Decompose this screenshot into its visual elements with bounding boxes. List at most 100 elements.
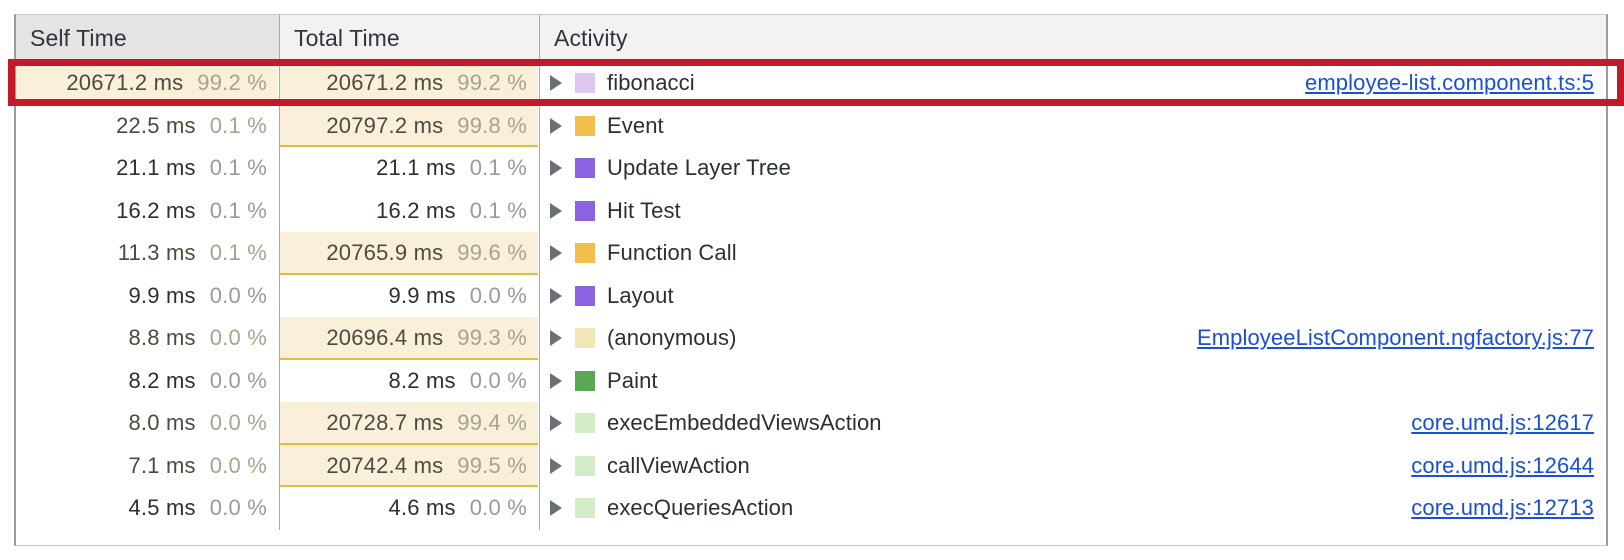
total-time-ms: 9.9 ms	[388, 282, 456, 308]
self-time-ms: 22.5 ms	[116, 112, 196, 138]
self-time-cell: 11.3 ms 0.1 %	[16, 232, 280, 275]
activity-name: Function Call	[607, 240, 737, 266]
category-color-swatch-icon	[575, 498, 595, 519]
column-header-total-time-label: Total Time	[294, 24, 400, 51]
self-time-percent: 0.1 %	[209, 155, 267, 181]
activity-cell: (anonymous) EmployeeListComponent.ngfacto…	[540, 317, 1606, 360]
total-time-ms: 20696.4 ms	[326, 325, 444, 351]
bottom-up-call-tree-panel: Self Time Total Time Activity 20671.2 ms…	[14, 14, 1608, 546]
self-time-percent: 0.1 %	[209, 240, 267, 266]
activity-name: Update Layer Tree	[607, 155, 791, 181]
activity-name: Event	[607, 112, 664, 138]
expand-triangle-icon[interactable]	[550, 117, 562, 134]
total-time-ms: 20742.4 ms	[326, 452, 444, 478]
total-time-percent: 99.8 %	[457, 112, 527, 138]
column-header-self-time-label: Self Time	[30, 24, 127, 51]
source-location-link[interactable]: core.umd.js:12617	[1411, 410, 1594, 436]
activity-cell: execQueriesAction core.umd.js:12713	[540, 487, 1606, 530]
activity-name: (anonymous)	[607, 325, 737, 351]
expand-triangle-icon[interactable]	[550, 287, 562, 304]
column-header-activity[interactable]: Activity	[540, 15, 1606, 61]
duration-values: 21.1 ms 0.1 %	[116, 155, 279, 181]
activity-name: Hit Test	[607, 197, 681, 223]
self-time-ms: 11.3 ms	[117, 240, 196, 266]
expand-triangle-icon[interactable]	[550, 372, 562, 389]
expand-triangle-icon[interactable]	[550, 415, 562, 432]
table-header-row: Self Time Total Time Activity	[16, 15, 1606, 62]
activity-name: Layout	[607, 282, 674, 308]
expand-triangle-icon[interactable]	[550, 457, 562, 474]
activity-name: execQueriesAction	[607, 495, 794, 521]
self-time-ms: 7.1 ms	[128, 452, 196, 478]
expand-triangle-icon[interactable]	[550, 330, 562, 347]
source-location-link[interactable]: employee-list.component.ts:5	[1305, 70, 1594, 96]
self-time-percent: 0.0 %	[209, 410, 267, 436]
total-time-ms: 16.2 ms	[376, 197, 456, 223]
activity-cell: Event	[540, 105, 1606, 148]
source-location-link[interactable]: EmployeeListComponent.ngfactory.js:77	[1196, 325, 1594, 351]
expand-triangle-icon[interactable]	[550, 500, 562, 517]
expand-triangle-icon[interactable]	[550, 160, 562, 177]
self-time-percent: 0.0 %	[209, 367, 267, 393]
column-header-self-time[interactable]: Self Time	[16, 15, 280, 61]
self-time-ms: 21.1 ms	[116, 155, 196, 181]
self-time-percent: 0.1 %	[209, 112, 267, 138]
duration-values: 22.5 ms 0.1 %	[116, 113, 279, 139]
expand-triangle-icon[interactable]	[550, 75, 562, 92]
total-time-ms: 20671.2 ms	[326, 70, 444, 96]
duration-bar	[280, 444, 538, 487]
activity-cell: Hit Test	[540, 190, 1606, 233]
total-time-percent: 99.2 %	[457, 70, 527, 96]
source-location-link[interactable]: core.umd.js:12644	[1411, 452, 1594, 478]
expand-triangle-icon[interactable]	[550, 202, 562, 219]
column-header-total-time[interactable]: Total Time	[280, 15, 540, 61]
total-time-percent: 0.0 %	[469, 495, 527, 521]
self-time-ms: 9.9 ms	[128, 282, 196, 308]
expand-triangle-icon[interactable]	[550, 245, 562, 262]
table-row[interactable]: 21.1 ms 0.1 %21.1 ms 0.1 % Update Layer Tre…	[16, 147, 1606, 190]
activity-name: Paint	[607, 367, 658, 393]
column-header-activity-label: Activity	[554, 24, 628, 51]
total-time-percent: 99.6 %	[457, 240, 527, 266]
duration-bar	[280, 62, 538, 105]
total-time-percent: 99.4 %	[457, 410, 527, 436]
source-location-link[interactable]: core.umd.js:12713	[1411, 495, 1594, 521]
self-time-percent: 0.0 %	[209, 325, 267, 351]
total-time-ms: 8.2 ms	[388, 367, 456, 393]
self-time-percent: 0.0 %	[209, 495, 267, 521]
category-color-swatch-icon	[575, 455, 595, 476]
